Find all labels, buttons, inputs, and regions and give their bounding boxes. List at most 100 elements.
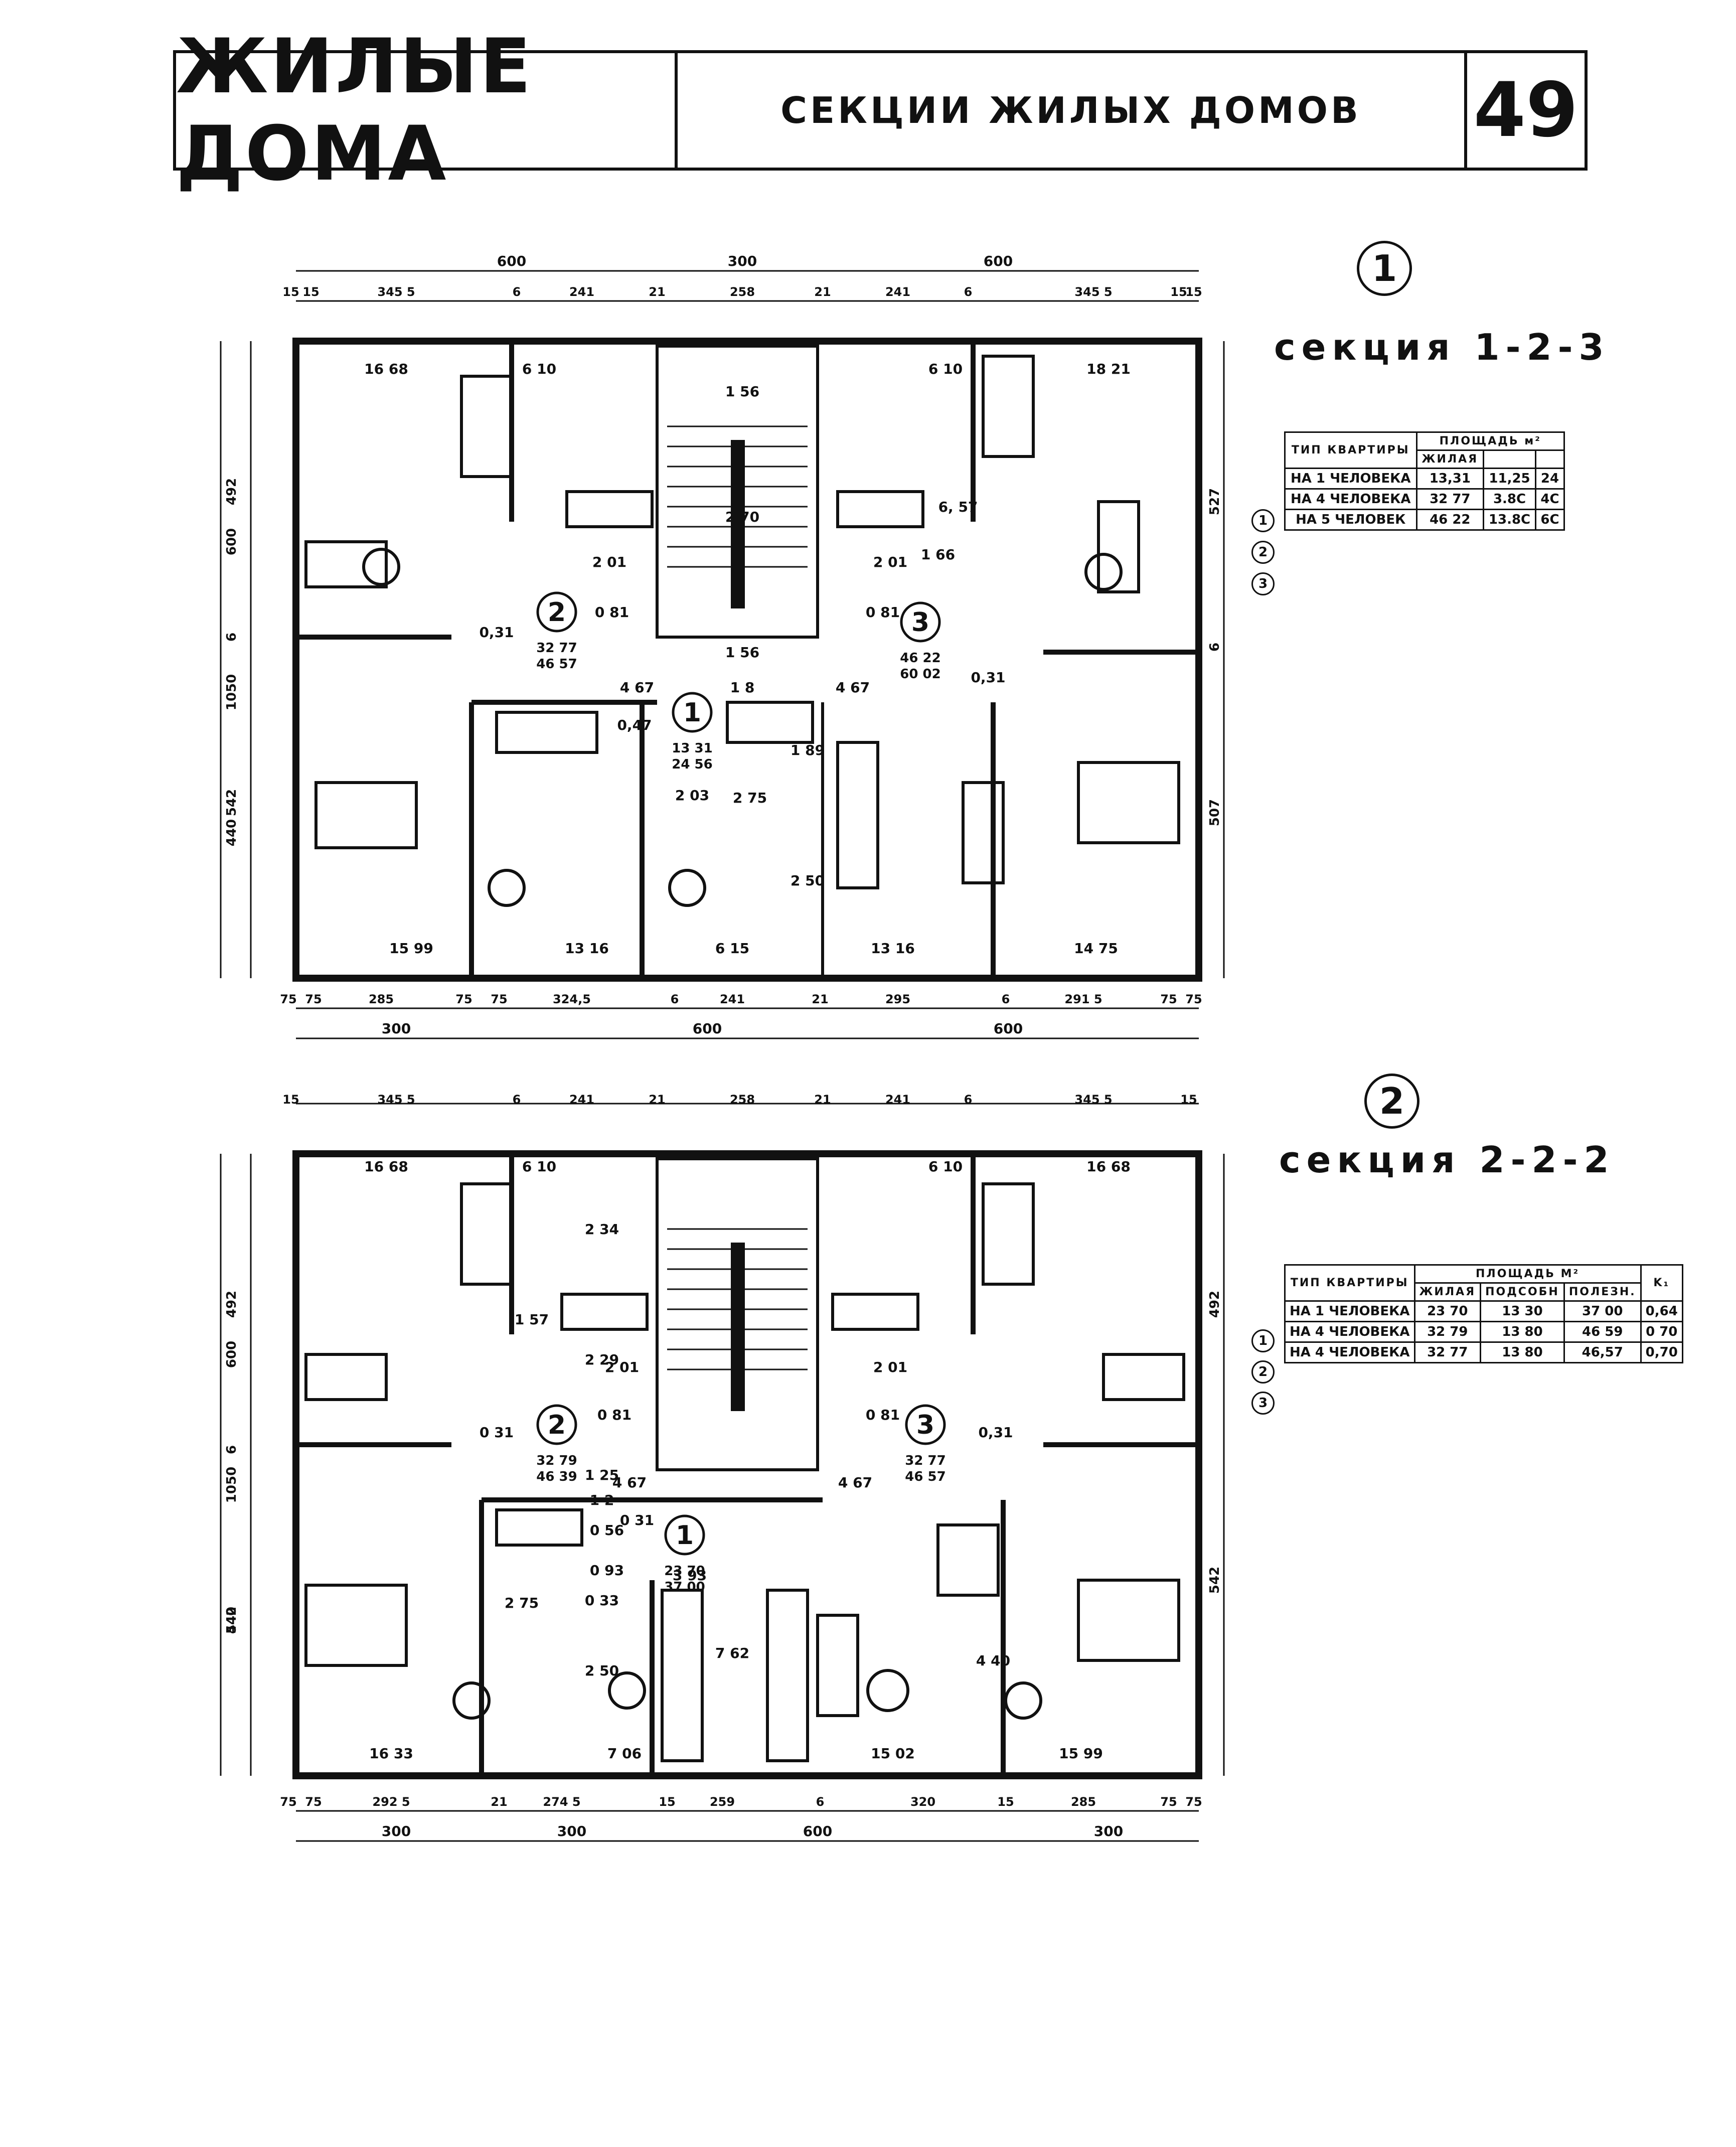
room-area: 0 81 — [597, 1407, 632, 1423]
room-area: 6 10 — [928, 1158, 963, 1175]
dim-bottom-total: 300 — [1094, 1823, 1123, 1839]
room-area: 0,31 — [479, 624, 514, 641]
apartment-1-mark-area-living: 23 70 — [664, 1564, 705, 1579]
cell-type: НА 4 ЧЕЛОВЕКА — [1284, 1341, 1415, 1363]
dim-top-detail: 241 — [569, 1093, 594, 1107]
dim-top: 300 — [728, 253, 757, 269]
dim-left: 1050 — [224, 674, 239, 710]
room-area: 1 8 — [730, 679, 755, 696]
apartment-1-mark-area-living: 13 31 — [672, 741, 712, 756]
dim-bottom: 75 — [491, 992, 507, 1006]
dim-top-detail: 21 — [814, 285, 831, 299]
room-area: 4 67 — [612, 1474, 647, 1491]
section-1-number: 1 — [1357, 241, 1412, 296]
room-area: 2 01 — [873, 1359, 907, 1375]
dim-left: 6 — [224, 1445, 239, 1454]
dim-bottom-total: 600 — [994, 1020, 1023, 1037]
dim-left: 492 — [224, 478, 239, 505]
dim-bottom-total: 300 — [382, 1020, 411, 1037]
dim-right: 527 — [1207, 488, 1222, 515]
col-blank-1 — [1483, 449, 1536, 469]
apartment-1-mark-area-total: 37 00 — [664, 1580, 705, 1595]
dim-top: 600 — [497, 253, 526, 269]
plan-section-1 — [220, 270, 1225, 1039]
room-area: 0,31 — [971, 669, 1005, 686]
room-area: 1 57 — [515, 1311, 549, 1328]
apartment-1-mark-circle — [664, 1514, 705, 1556]
room-area: 2 03 — [675, 787, 709, 804]
cell-c3: 6C — [1534, 509, 1565, 531]
room-area: 18 21 — [1086, 361, 1131, 377]
cell-type: НА 4 ЧЕЛОВЕКА — [1284, 1321, 1415, 1343]
room-area: 4 67 — [838, 1474, 872, 1491]
dim-bottom: 15 — [659, 1795, 675, 1809]
col-type: ТИП КВАРТИРЫ — [1284, 431, 1417, 469]
area-table-1: ТИП КВАРТИРЫ ПЛОЩАДЬ м² ЖИЛАЯ НА 1 ЧЕЛОВ… — [1284, 431, 1565, 531]
dim-bottom: 291 5 — [1064, 992, 1102, 1006]
room-area: 13 16 — [565, 940, 609, 957]
dim-left: 542 — [224, 1607, 239, 1634]
dim-top-detail: 15 — [282, 285, 299, 299]
room-area: 16 33 — [369, 1745, 413, 1762]
dim-bottom: 285 — [369, 992, 394, 1006]
cell-aux: 13 30 — [1480, 1300, 1565, 1322]
room-area: 2 75 — [505, 1595, 539, 1611]
dim-left: 600 — [224, 528, 239, 555]
room-area: 1 66 — [921, 546, 955, 563]
room-area: 4 67 — [620, 679, 654, 696]
room-area: 0,31 — [978, 1424, 1013, 1441]
cell-aux: 13 80 — [1480, 1321, 1565, 1343]
dim-bottom: 75 — [305, 992, 322, 1006]
apartment-2-mark-circle — [536, 1404, 577, 1445]
room-area: 1 56 — [725, 644, 759, 661]
cell-c3: 4С — [1534, 488, 1565, 510]
room-area: 2 70 — [725, 509, 759, 525]
apartment-2-mark-circle — [536, 591, 577, 633]
dim-bottom-total: 600 — [693, 1020, 722, 1037]
dim-left: 1050 — [224, 1467, 239, 1503]
room-area: 15 99 — [389, 940, 433, 957]
room-area: 1 89 — [791, 742, 825, 758]
cell-k: 0,70 — [1640, 1341, 1683, 1363]
table-row: НА 5 ЧЕЛОВЕК 46 22 13.8C 6C — [1284, 509, 1565, 531]
col-type: ТИП КВАРТИРЫ — [1284, 1264, 1415, 1302]
dim-top-detail: 15 — [1180, 1093, 1197, 1107]
room-area: 16 68 — [364, 1158, 408, 1175]
apartment-1-mark-circle — [672, 692, 713, 733]
cell-aux: 13 80 — [1480, 1341, 1565, 1363]
room-area: 6 15 — [715, 940, 749, 957]
plan-section-2 — [220, 1103, 1225, 1842]
room-area: 2 01 — [592, 554, 626, 570]
room-area: 0 33 — [585, 1592, 619, 1609]
room-area: 6 10 — [522, 361, 556, 377]
dim-bottom: 259 — [710, 1795, 735, 1809]
room-area: 4 67 — [836, 679, 870, 696]
dim-bottom: 320 — [910, 1795, 935, 1809]
cell-useful: 37 00 — [1563, 1300, 1642, 1322]
room-area: 2 50 — [791, 872, 825, 889]
dim-top-detail: 21 — [649, 285, 665, 299]
row-mark: 2 — [1251, 541, 1275, 564]
cell-c2: 3.8C — [1483, 488, 1536, 510]
dim-bottom: 21 — [491, 1795, 507, 1809]
dim-bottom: 75 — [305, 1795, 322, 1809]
room-area: 0 81 — [866, 1407, 900, 1423]
table-row: НА 4 ЧЕЛОВЕКА 32 79 13 80 46 59 0 70 — [1284, 1321, 1683, 1343]
room-area: 0 56 — [590, 1522, 624, 1539]
dim-right: 6 — [1207, 643, 1222, 652]
apartment-3-mark-number: 3 — [916, 1410, 934, 1440]
section-2-number: 2 — [1364, 1074, 1419, 1129]
apartment-2-mark-area-total: 46 57 — [536, 657, 577, 672]
cell-c2: 13.8C — [1483, 509, 1536, 531]
room-area: 7 06 — [607, 1745, 642, 1762]
dim-top: 600 — [984, 253, 1013, 269]
table-row: НА 1 ЧЕЛОВЕКА 23 70 13 30 37 00 0,64 — [1284, 1300, 1683, 1322]
row-mark: 3 — [1251, 572, 1275, 595]
room-area: 0,47 — [617, 717, 652, 733]
cell-type: НА 1 ЧЕЛОВЕКА — [1284, 1300, 1415, 1322]
cell-k: 0 70 — [1640, 1321, 1683, 1343]
col-aux: ПОДСОБН — [1480, 1282, 1565, 1302]
dim-top-detail: 345 5 — [1074, 285, 1112, 299]
dim-top-detail: 15 — [302, 285, 319, 299]
